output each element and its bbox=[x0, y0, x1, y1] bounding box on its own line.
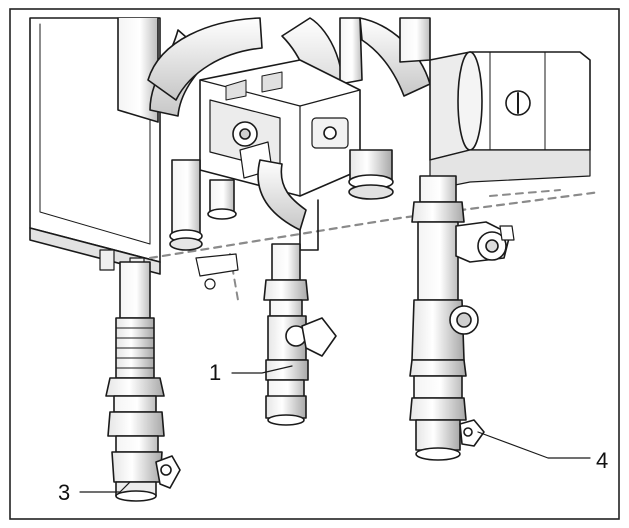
leader-4 bbox=[477, 431, 591, 459]
figure-frame bbox=[9, 8, 620, 520]
gas-valve-body bbox=[199, 59, 361, 197]
heating-return-assembly bbox=[409, 175, 515, 461]
callout-3: 3 bbox=[58, 480, 70, 505]
cold-water-inlet-assembly bbox=[105, 261, 181, 502]
gas-inlet-valve-assembly bbox=[263, 243, 337, 426]
circulation-pump bbox=[429, 51, 591, 191]
leader-3 bbox=[79, 481, 131, 493]
rear-pipes bbox=[169, 149, 394, 290]
callout-leaders bbox=[79, 365, 591, 493]
callout-4: 4 bbox=[596, 448, 608, 473]
callout-1: 1 bbox=[209, 360, 221, 385]
leader-1 bbox=[231, 365, 293, 374]
